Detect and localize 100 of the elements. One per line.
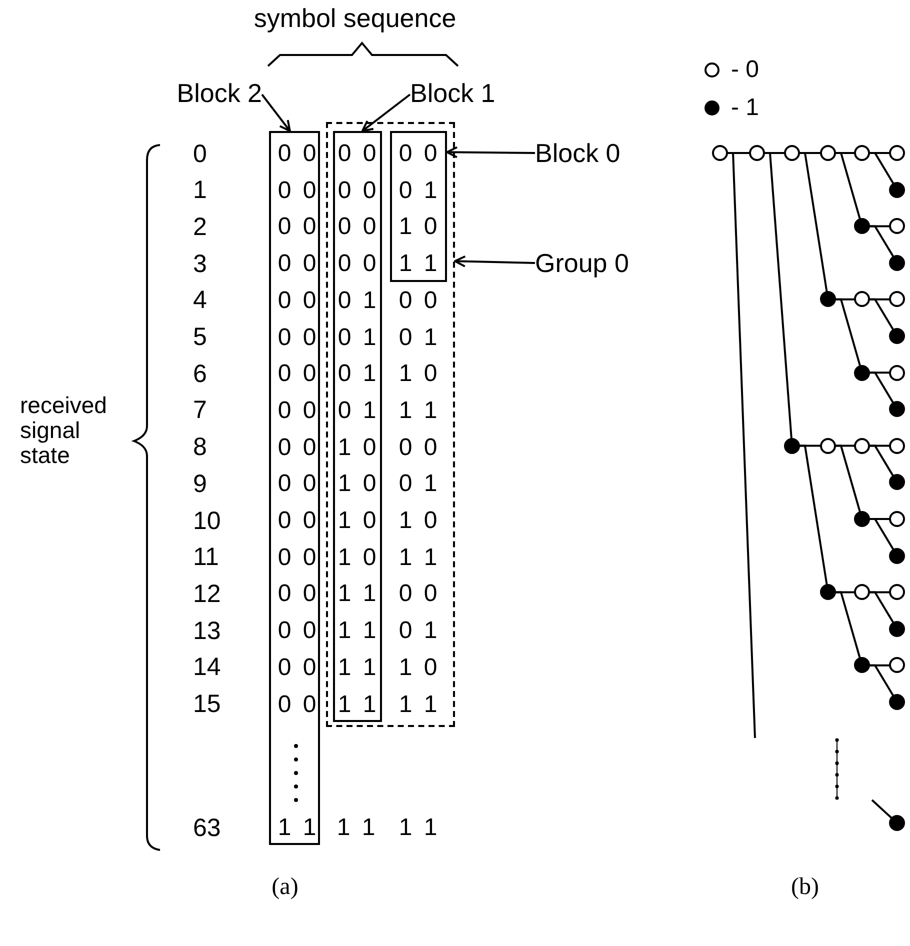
legend-text: - 1 bbox=[731, 94, 760, 122]
hollow-circle bbox=[888, 436, 906, 455]
row-number: 6 bbox=[193, 360, 207, 388]
bit-pair: 1 0 bbox=[398, 508, 438, 534]
solid-dot bbox=[888, 473, 906, 492]
bit-pair: 0 0 bbox=[276, 581, 318, 608]
bit-pair: 0 0 bbox=[336, 251, 378, 278]
bit-pair: 0 0 bbox=[336, 214, 378, 240]
panel-label: (a) bbox=[272, 874, 298, 900]
row-number: 0 bbox=[193, 140, 207, 168]
row-number: 4 bbox=[193, 287, 207, 314]
bit-pair: 0 0 bbox=[276, 692, 318, 718]
arrow bbox=[446, 146, 536, 158]
row-number: 2 bbox=[193, 214, 207, 241]
arrow bbox=[454, 255, 536, 268]
hollow-circle bbox=[819, 436, 837, 455]
bit-pair: 0 0 bbox=[276, 618, 318, 644]
bit-pair: 0 1 bbox=[398, 471, 438, 498]
solid-dot bbox=[853, 364, 871, 382]
tree-branch-line bbox=[869, 298, 894, 331]
bit-pair: 0 0 bbox=[276, 361, 318, 388]
arrow bbox=[361, 94, 411, 132]
bit-pair: 1 1 bbox=[336, 692, 378, 718]
solid-dot bbox=[888, 546, 906, 565]
hollow-circle bbox=[783, 144, 801, 162]
row-number: 1 bbox=[193, 177, 207, 204]
block-box bbox=[333, 131, 382, 722]
panel-label: (b) bbox=[791, 874, 819, 900]
tree-branch-line bbox=[835, 298, 862, 366]
solid-dot bbox=[888, 400, 906, 418]
bit-pair: 1 0 bbox=[398, 214, 438, 240]
bit-pair: 0 1 bbox=[398, 618, 438, 644]
row-number: 9 bbox=[193, 470, 207, 498]
block-box bbox=[390, 131, 447, 282]
solid-dot bbox=[819, 290, 837, 308]
bit-pair: 0 0 bbox=[276, 544, 318, 571]
tree-branch-line bbox=[869, 372, 894, 404]
hollow-circle bbox=[748, 144, 766, 162]
bit-pair: 0 0 bbox=[276, 508, 318, 534]
bit-pair: 0 0 bbox=[336, 178, 378, 204]
bit-pair: 0 0 bbox=[276, 654, 318, 681]
tree-branch-line bbox=[799, 444, 828, 586]
brace-label: received signal state bbox=[20, 393, 108, 468]
hollow-circle bbox=[888, 290, 906, 308]
solid-dot bbox=[853, 656, 871, 674]
hollow-circle bbox=[888, 510, 906, 528]
bit-pair: 0 0 bbox=[336, 141, 378, 167]
tree-branch-line bbox=[835, 444, 862, 513]
row-number: 63 bbox=[193, 814, 221, 842]
block-label: Block 2 bbox=[176, 78, 262, 108]
bit-pair: 1 1 bbox=[336, 815, 376, 841]
hollow-circle bbox=[853, 144, 871, 162]
bit-pair: 0 0 bbox=[276, 214, 318, 240]
tree-branch-line bbox=[835, 591, 862, 659]
hollow-circle bbox=[888, 364, 906, 382]
hollow-circle bbox=[888, 217, 906, 236]
bit-pair: 0 1 bbox=[398, 324, 438, 350]
bit-pair: 0 1 bbox=[336, 361, 378, 388]
tree-branch-line bbox=[869, 225, 894, 258]
bit-pair: 1 0 bbox=[398, 654, 438, 681]
solid-dot bbox=[819, 583, 837, 602]
brace-label: symbol sequence bbox=[254, 4, 456, 32]
bit-pair: 1 1 bbox=[276, 815, 318, 841]
bit-pair: 1 1 bbox=[336, 618, 378, 644]
block-label: Block 0 bbox=[535, 138, 620, 168]
tree-branch-line bbox=[799, 152, 828, 293]
bit-pair: 0 0 bbox=[398, 141, 438, 167]
hollow-circle bbox=[888, 656, 906, 674]
bit-pair: 1 0 bbox=[336, 508, 378, 534]
row-number: 10 bbox=[193, 508, 221, 534]
hollow-circle bbox=[888, 583, 906, 602]
bit-pair: 0 0 bbox=[398, 434, 438, 461]
bit-pair: 1 1 bbox=[398, 692, 438, 718]
bit-pair: 1 1 bbox=[398, 544, 438, 571]
bit-pair: 0 0 bbox=[398, 581, 438, 608]
row-number: 7 bbox=[193, 397, 207, 424]
bit-pair: 0 1 bbox=[336, 398, 378, 424]
bit-pair: 0 0 bbox=[276, 324, 318, 350]
hollow-circle bbox=[853, 290, 871, 308]
bit-pair: 0 0 bbox=[276, 141, 318, 167]
bit-pair: 1 1 bbox=[398, 398, 438, 424]
solid-dot bbox=[888, 814, 906, 832]
row-number: 11 bbox=[193, 544, 219, 572]
tree-branch-line bbox=[835, 152, 862, 220]
legend-text: - 0 bbox=[731, 56, 760, 84]
bit-pair: 0 0 bbox=[276, 471, 318, 498]
tree-branch-line bbox=[869, 444, 894, 477]
row-number: 12 bbox=[193, 580, 221, 608]
bit-pair: 0 0 bbox=[276, 178, 318, 204]
tree-branch-line bbox=[869, 664, 894, 697]
block-label: Block 1 bbox=[410, 78, 496, 108]
row-number: 8 bbox=[193, 434, 207, 462]
solid-dot bbox=[888, 180, 906, 199]
block-label: Group 0 bbox=[535, 248, 629, 278]
hollow-circle bbox=[888, 144, 906, 162]
tree-branch-line bbox=[869, 518, 894, 550]
tree-branch-line bbox=[869, 591, 894, 624]
row-number: 13 bbox=[193, 618, 221, 645]
group-box bbox=[326, 122, 455, 727]
tree-branch-line bbox=[764, 152, 792, 439]
